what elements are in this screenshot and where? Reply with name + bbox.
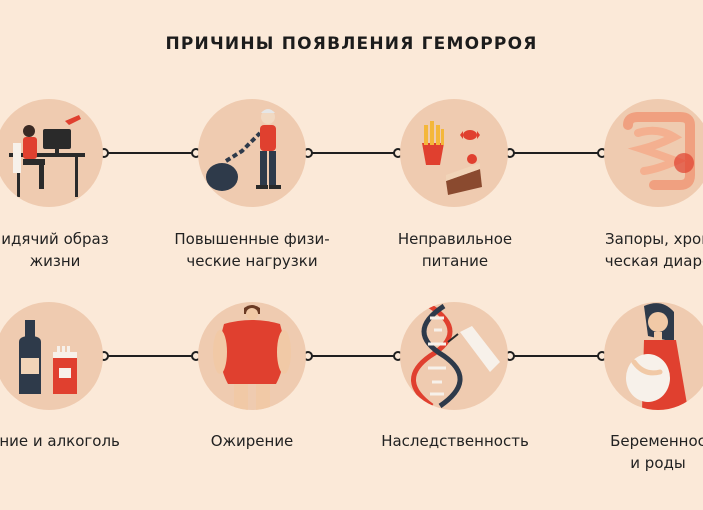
alcohol-smoking-icon: [0, 302, 103, 410]
cause-label-obesity: Ожирение: [210, 432, 294, 450]
cause-label-heredity: Наследственность: [381, 432, 529, 450]
junk-food-icon: [400, 99, 508, 207]
intestine-icon: [604, 99, 703, 207]
cause-label-alcohol: ение и алкоголь: [0, 432, 120, 450]
dna-icon: [400, 302, 508, 410]
heavy-load-icon: [198, 99, 306, 207]
obesity-icon: [198, 302, 306, 410]
cause-label-physical-load: Повышенные физи-ческие нагрузки: [174, 230, 330, 270]
pregnancy-icon: [604, 302, 703, 410]
sedentary-icon: [0, 99, 103, 207]
page-title: ПРИЧИНЫ ПОЯВЛЕНИЯ ГЕМОРРОЯ: [165, 34, 538, 54]
